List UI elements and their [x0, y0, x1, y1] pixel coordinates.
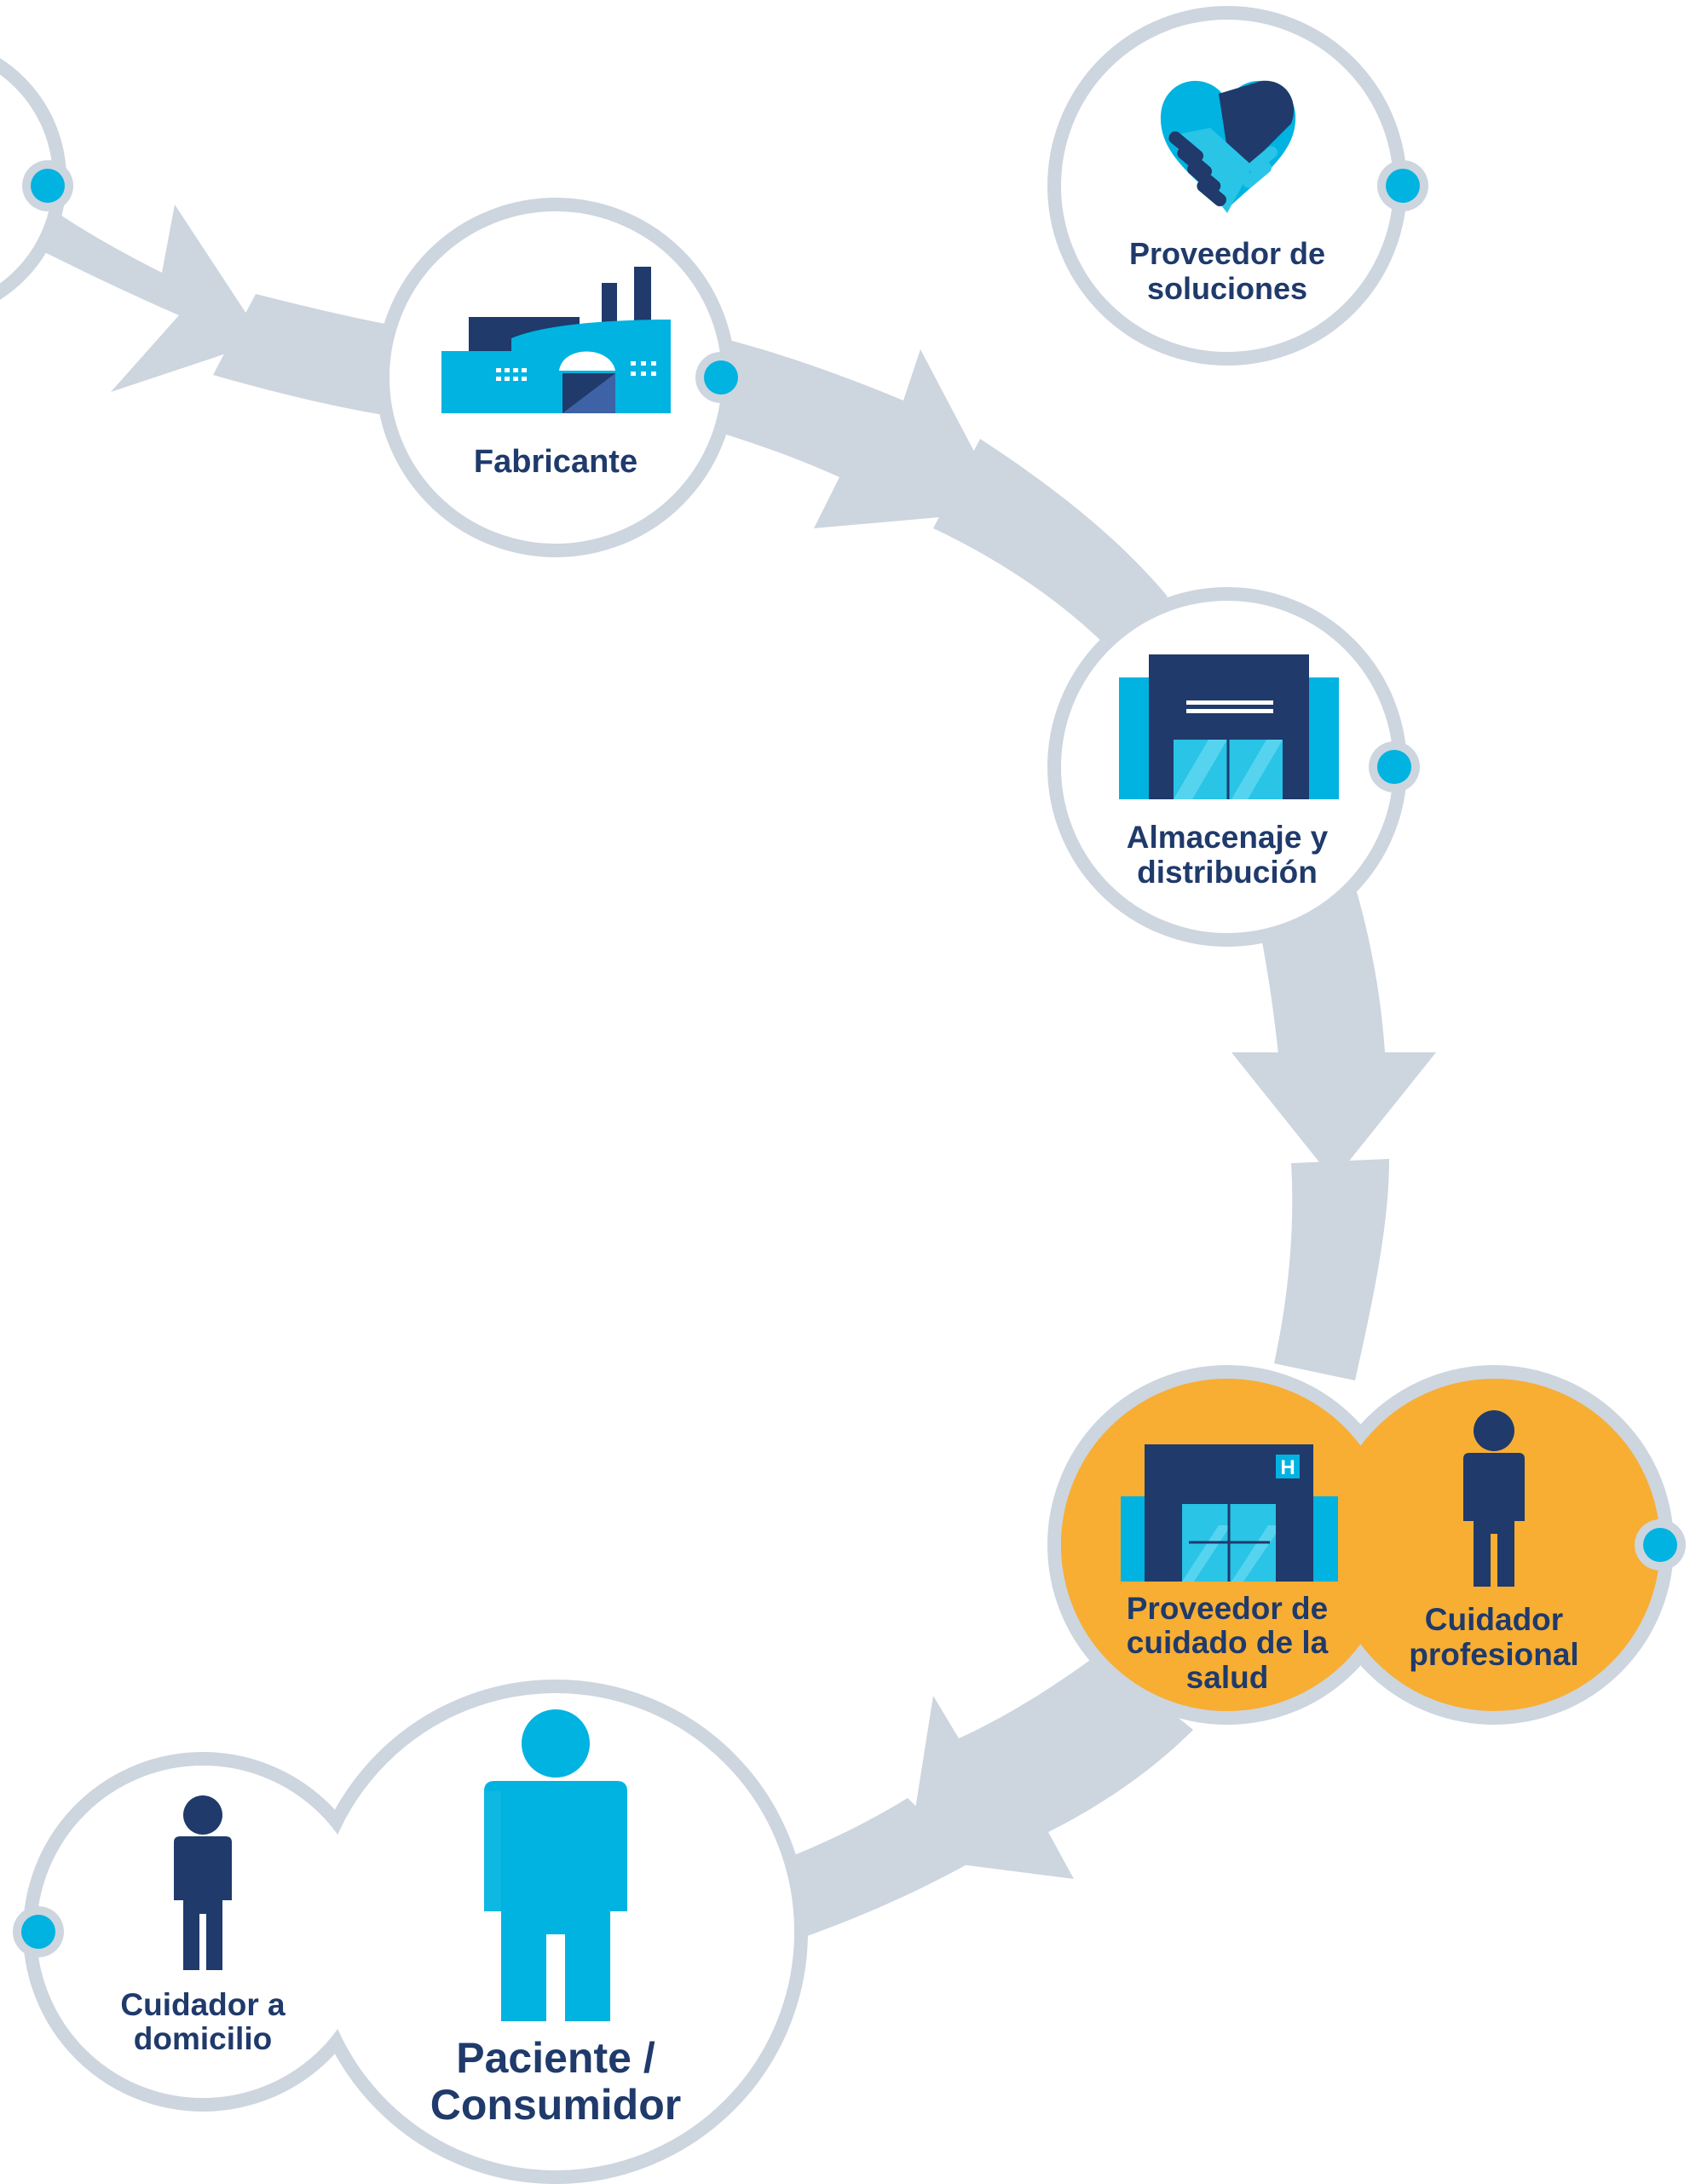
node-healthcare-group: H Proveedor de cuidado de la salud Cuida… [1047, 1365, 1686, 1725]
solutions-label-1: Proveedor de [1129, 236, 1325, 271]
healthcare-label-2: cuidado de la [1127, 1625, 1329, 1660]
person-icon [1463, 1410, 1525, 1587]
arrow-to-healthcare [1231, 886, 1436, 1180]
factory-icon [441, 267, 671, 413]
hospital-icon: H [1121, 1444, 1338, 1582]
arrow-to-warehouse-tail [933, 439, 1168, 648]
patient-label-1: Paciente / [456, 2034, 655, 2082]
person-icon [174, 1795, 232, 1970]
connector-dot [1377, 750, 1411, 784]
home-caregiver-label-1: Cuidador a [120, 1987, 286, 2022]
connector-dot [704, 360, 738, 395]
connector-dot [1386, 169, 1420, 203]
healthcare-label-3: salud [1186, 1660, 1269, 1695]
connector-dot [21, 1915, 55, 1949]
healthcare-label-1: Proveedor de [1127, 1591, 1328, 1626]
offscreen-node-left [0, 58, 73, 300]
arrow-to-patient [908, 1653, 1193, 1879]
warehouse-label-2: distribución [1137, 855, 1318, 890]
node-warehouse: Almacenaje y distribución [1047, 587, 1420, 947]
patient-label-2: Consumidor [430, 2081, 681, 2129]
svg-text:H: H [1280, 1456, 1295, 1479]
manufacturer-label: Fabricante [474, 444, 637, 480]
node-patient-group: Cuidador a domicilio Paciente / Consumid… [13, 1680, 808, 2184]
arrow-to-manufacturer [0, 170, 264, 392]
node-manufacturer: Fabricante [376, 198, 747, 557]
warehouse-label-1: Almacenaje y [1127, 820, 1329, 855]
arrow-to-warehouse [699, 337, 1006, 528]
home-caregiver-label-2: domicilio [134, 2021, 272, 2056]
connector-dot [1643, 1528, 1677, 1562]
person-icon [484, 1709, 627, 2021]
solutions-label-2: soluciones [1147, 271, 1307, 306]
professional-caregiver-label-2: profesional [1409, 1637, 1578, 1672]
handshake-heart-icon [1160, 80, 1296, 213]
node-solutions-provider: Proveedor de soluciones [1047, 6, 1428, 366]
professional-caregiver-label-1: Cuidador [1425, 1602, 1563, 1637]
arrow-to-manufacturer-tail [213, 294, 409, 418]
warehouse-icon [1119, 654, 1339, 799]
arrow-to-healthcare-tail [1274, 1159, 1389, 1380]
